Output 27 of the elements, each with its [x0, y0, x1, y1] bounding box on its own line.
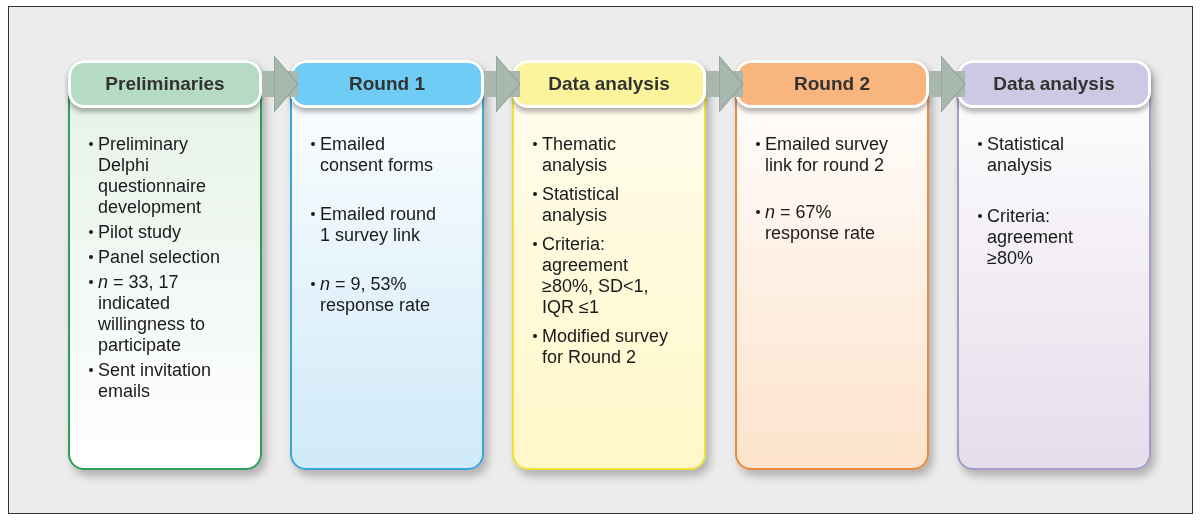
stage-heading: Data analysis [512, 60, 706, 108]
stage-heading: Data analysis [957, 60, 1151, 108]
stage-heading: Round 1 [290, 60, 484, 108]
bullet-text: Preliminary Delphi questionnaire development [98, 134, 207, 217]
bullet-text: Statistical analysis [542, 184, 620, 225]
bullet-text: n = 9, 53% response rate [320, 274, 431, 315]
bullet-text: n = 67% response rate [765, 202, 876, 243]
bullet-text: Criteria: agreement ≥80%, SD<1, IQR ≤1 [542, 234, 649, 317]
stage-card [957, 60, 1151, 470]
stage-heading: Round 2 [735, 60, 929, 108]
stage-card [68, 60, 262, 470]
bullet-text: Panel selection [98, 247, 221, 267]
bullet-text: Emailed survey link for round 2 [765, 134, 889, 175]
stage-heading: Preliminaries [68, 60, 262, 108]
bullet-text: n = 33, 17 indicated willingness to participate [98, 272, 206, 355]
bullet-text: Modified survey for Round 2 [542, 326, 669, 367]
bullet-text: Sent invitation emails [98, 360, 212, 401]
bullet-text: Statistical analysis [987, 134, 1065, 175]
bullet-text: Thematic analysis [542, 134, 617, 175]
flow-arrow [929, 55, 966, 113]
stage-card [512, 60, 706, 470]
bullet-text: Criteria: agreement ≥80% [987, 206, 1074, 268]
stage-card [290, 60, 484, 470]
bullet-text: Emailed consent forms [320, 134, 434, 175]
stage-card [735, 60, 929, 470]
bullet-text: Pilot study [98, 222, 182, 242]
bullet-text: Emailed round 1 survey link [320, 204, 437, 245]
